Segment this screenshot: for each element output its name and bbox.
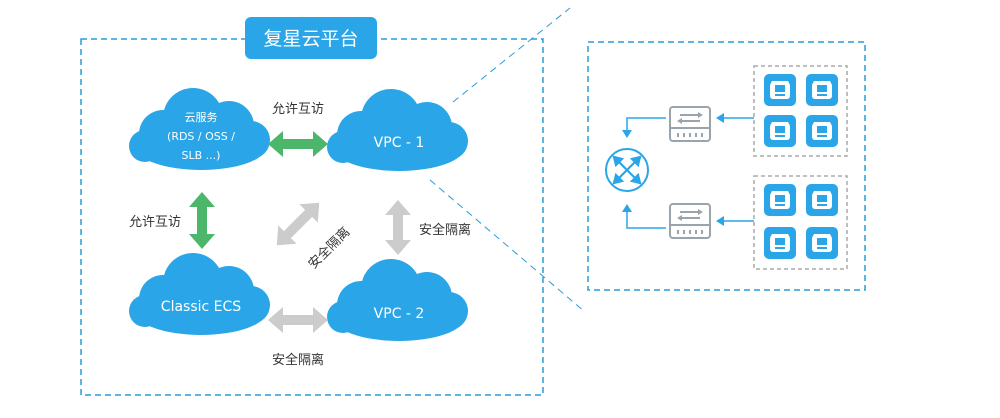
vpc-detail-frame — [587, 41, 866, 291]
vpc2-label: VPC - 2 — [374, 306, 425, 322]
vpc1-label: VPC - 1 — [374, 135, 425, 151]
switch2-router-link — [626, 208, 666, 229]
platform-title: 复星云平台 — [263, 28, 358, 50]
cloud-server-icon — [806, 115, 838, 147]
allow-arrow-top — [268, 131, 328, 157]
isolate-label-right: 安全隔离 — [419, 222, 471, 238]
vm-group1-arrowhead — [716, 113, 724, 123]
cloud-service-label-line1: 云服务 — [185, 111, 218, 124]
router-icon — [605, 148, 649, 192]
allow-arrow-left — [189, 192, 215, 249]
vpc1-cloud — [327, 89, 468, 171]
classic-ecs-label: Classic ECS — [161, 299, 241, 315]
platform-title-badge — [245, 17, 377, 59]
cloud-server-icon — [806, 227, 838, 259]
switch1-router-arrowhead — [622, 130, 632, 138]
switch-icon — [669, 106, 711, 142]
allow-label-top: 允许互访 — [272, 101, 324, 117]
cloud-server-icon — [806, 184, 838, 216]
isolate-label-bottom: 安全隔离 — [272, 352, 324, 368]
zoom-line-top — [452, 7, 571, 103]
classic-ecs-cloud — [129, 253, 270, 335]
switch2-router-arrowhead — [622, 204, 632, 212]
isolate-arrow-diagonal — [276, 202, 320, 246]
vpc2-cloud — [327, 259, 468, 341]
isolate-label-diagonal: 安全隔离 — [305, 224, 353, 272]
allow-label-left: 允许互访 — [129, 214, 181, 230]
cloud-server-icon — [764, 227, 796, 259]
vm-group2-arrowhead — [716, 216, 724, 226]
switch1-router-link — [626, 117, 666, 134]
isolate-arrow-bottom — [268, 307, 328, 333]
vm-group-2 — [753, 175, 848, 270]
cloud-server-icon — [764, 115, 796, 147]
isolate-arrow-right — [385, 200, 411, 255]
cloud-server-icon — [764, 184, 796, 216]
cloud-service-label-line2: (RDS / OSS / — [167, 130, 235, 143]
cloud-server-icon — [764, 74, 796, 106]
cloud-service-label-line3: SLB ...) — [182, 149, 221, 162]
zoom-line-bottom — [429, 179, 586, 313]
switch-icon — [669, 203, 711, 239]
cloud-server-icon — [806, 74, 838, 106]
